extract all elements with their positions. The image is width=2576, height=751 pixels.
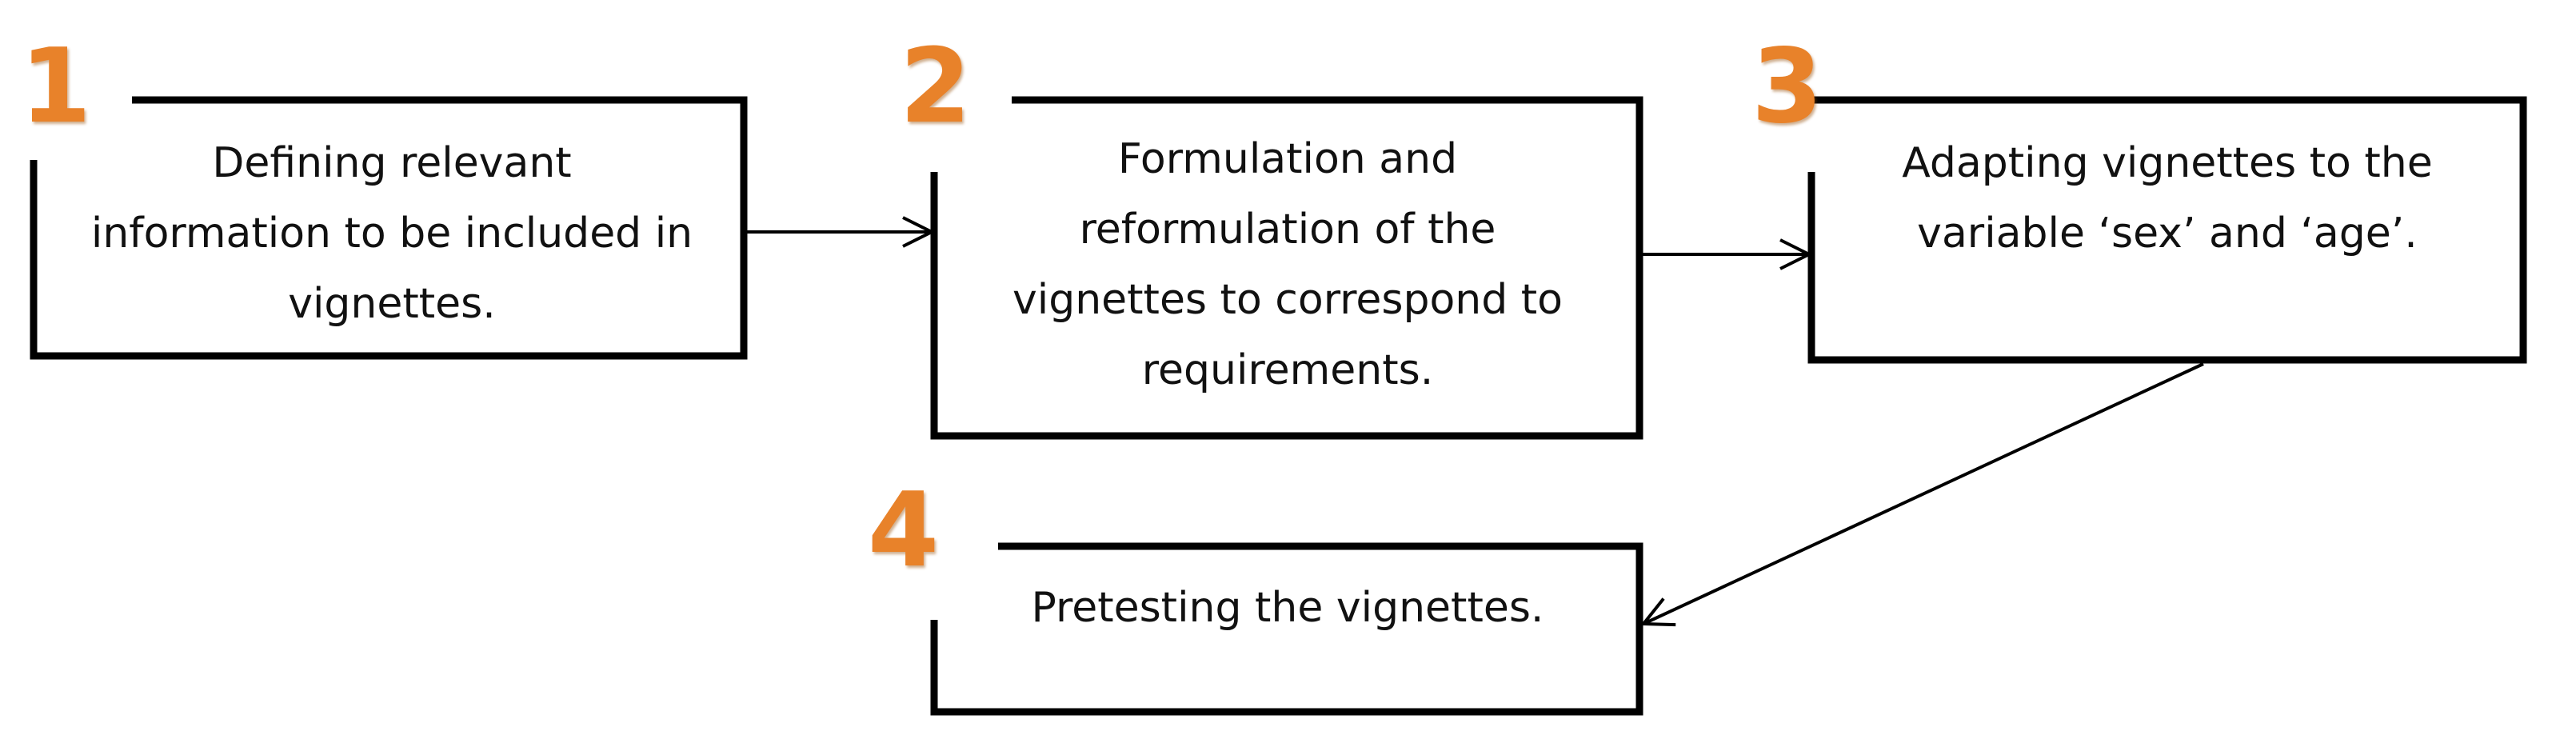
step-4-number: 4 [868, 471, 940, 590]
step-4-box [930, 542, 1643, 716]
step-3-text: Adapting vignettes to the variable ‘sex’… [1902, 139, 2433, 258]
step-3-number: 3 [1751, 27, 1823, 146]
step-4-text: Pretesting the vignettes. [1031, 584, 1544, 632]
step-2-box [930, 96, 1643, 440]
step-3-box [1799, 96, 2527, 364]
step-1-text: Defining relevant information to be incl… [90, 139, 693, 328]
step-2-number: 2 [900, 27, 972, 146]
step-2-text: Formulation and reformulation of the vig… [1012, 135, 1563, 394]
step-1-box [30, 96, 748, 360]
step-1-number: 1 [20, 27, 92, 146]
arrow-3-to-4 [1643, 362, 2204, 624]
